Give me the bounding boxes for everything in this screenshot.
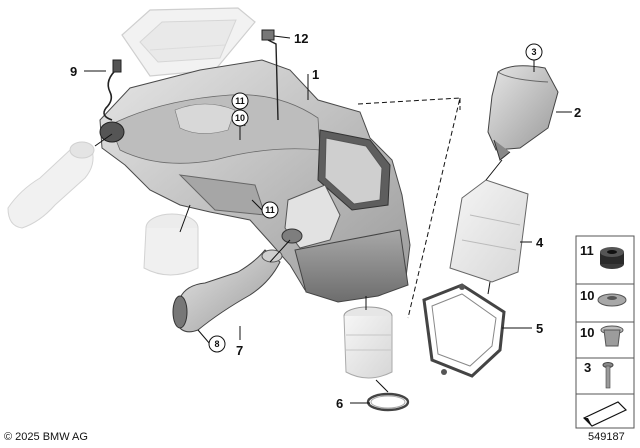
legend-panel: 11 10 10 3 xyxy=(575,235,635,429)
callout-11b-ring xyxy=(261,201,279,219)
clean-air-pipe xyxy=(343,306,393,379)
ghost-coupler xyxy=(143,213,199,276)
ghost-intake-snorkel xyxy=(7,141,95,229)
drawing-arrow-icon xyxy=(582,401,628,427)
upper-housing xyxy=(487,65,559,161)
callout-8-ring xyxy=(208,335,226,353)
legend-label-3: 10 xyxy=(580,325,594,340)
sensor-wire xyxy=(103,59,122,121)
callout-9: 9 xyxy=(70,64,77,79)
diagram-id: 549187 xyxy=(588,431,625,443)
copyright-text: © 2025 BMW AG xyxy=(4,431,88,443)
leader-snorkel xyxy=(94,133,113,147)
leader-coupler xyxy=(179,204,191,233)
callout-2: 2 xyxy=(574,105,581,120)
ghost-filter-cover xyxy=(121,7,256,77)
callout-4: 4 xyxy=(536,235,544,250)
callout-3: 3 xyxy=(531,47,536,57)
callout-10-ring xyxy=(231,109,249,127)
callout-3-ring xyxy=(525,43,543,61)
leader-2-to-4 xyxy=(485,159,503,181)
hose-clamp xyxy=(366,392,410,412)
intake-duct xyxy=(172,249,283,333)
callout-7: 7 xyxy=(236,343,243,358)
callout-12: 12 xyxy=(294,31,308,46)
leader-duct xyxy=(269,239,291,263)
callout-11: 11 xyxy=(235,96,245,106)
callout-11-ring xyxy=(231,92,249,110)
sensor-connector xyxy=(261,29,279,121)
assembly-dashed-frame xyxy=(357,97,461,319)
legend-label-1: 11 xyxy=(580,243,594,258)
leader-clamp xyxy=(375,379,389,393)
air-filter-element xyxy=(449,179,529,283)
washer-icon xyxy=(597,293,627,307)
gasket-frame xyxy=(422,283,506,378)
air-box-housing xyxy=(99,59,411,303)
callout-8: 8 xyxy=(214,339,219,349)
grommet-icon xyxy=(600,247,624,269)
callout-11b: 11 xyxy=(265,205,275,215)
screw-icon xyxy=(602,362,614,389)
clip-nut-icon xyxy=(600,325,624,347)
callout-1: 1 xyxy=(312,67,319,82)
callout-5: 5 xyxy=(536,321,543,336)
callout-6: 6 xyxy=(336,396,343,411)
leader-4-to-5 xyxy=(487,281,491,295)
legend-label-4: 3 xyxy=(584,360,591,375)
callout-10: 10 xyxy=(235,113,245,123)
legend-label-2: 10 xyxy=(580,288,594,303)
